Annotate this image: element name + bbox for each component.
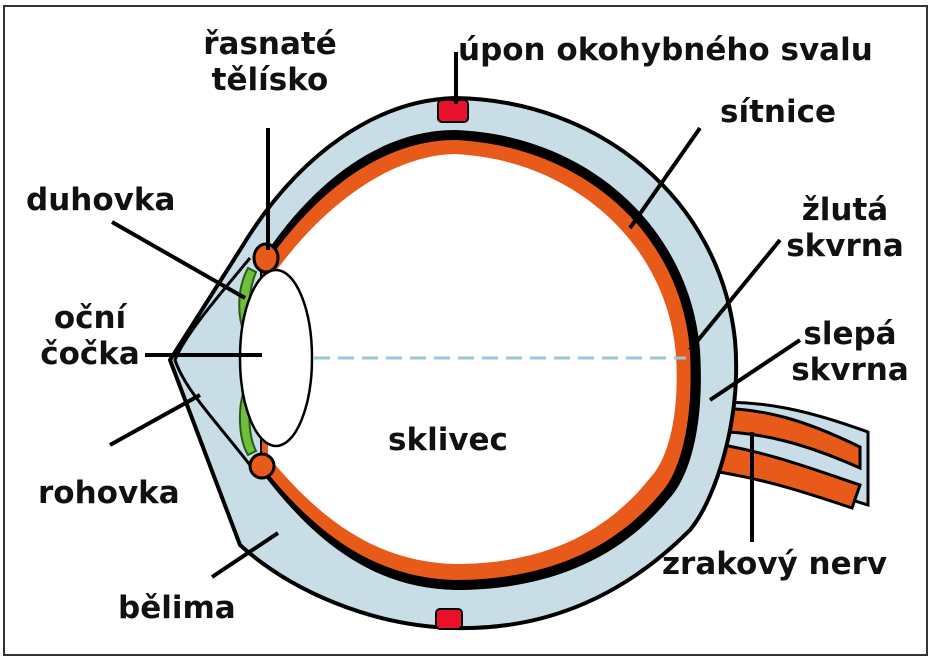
label-lens-line1: oční	[30, 300, 150, 336]
label-vitreous: sklivec	[388, 422, 508, 458]
label-sclera: bělima	[118, 590, 236, 626]
label-macula-line1: žlutá	[770, 192, 920, 228]
label-ciliary-body-line1: řasnaté	[185, 26, 355, 62]
label-ciliary-body-line2: tělísko	[185, 62, 355, 98]
label-lens: oční čočka	[30, 300, 150, 372]
label-retina: sítnice	[720, 94, 836, 130]
label-optic-nerve: zrakový nerv	[662, 546, 887, 582]
label-ciliary-body: řasnaté tělísko	[185, 26, 355, 98]
label-muscle-insertion: úpon okohybného svalu	[458, 32, 873, 68]
label-macula-line2: skvrna	[770, 228, 920, 264]
label-cornea: rohovka	[38, 475, 180, 511]
label-blind-spot-line1: slepá	[780, 316, 920, 352]
label-macula: žlutá skvrna	[770, 192, 920, 264]
ciliary-body-lower	[250, 454, 274, 478]
label-iris: duhovka	[26, 182, 175, 218]
label-blind-spot: slepá skvrna	[780, 316, 920, 388]
lens-shape	[240, 270, 312, 446]
muscle-insertion-bottom	[436, 609, 462, 629]
label-lens-line2: čočka	[30, 336, 150, 372]
muscle-insertion-top	[438, 100, 468, 122]
pointer-cornea	[110, 395, 200, 445]
pointer-iris	[112, 222, 245, 298]
label-blind-spot-line2: skvrna	[780, 352, 920, 388]
